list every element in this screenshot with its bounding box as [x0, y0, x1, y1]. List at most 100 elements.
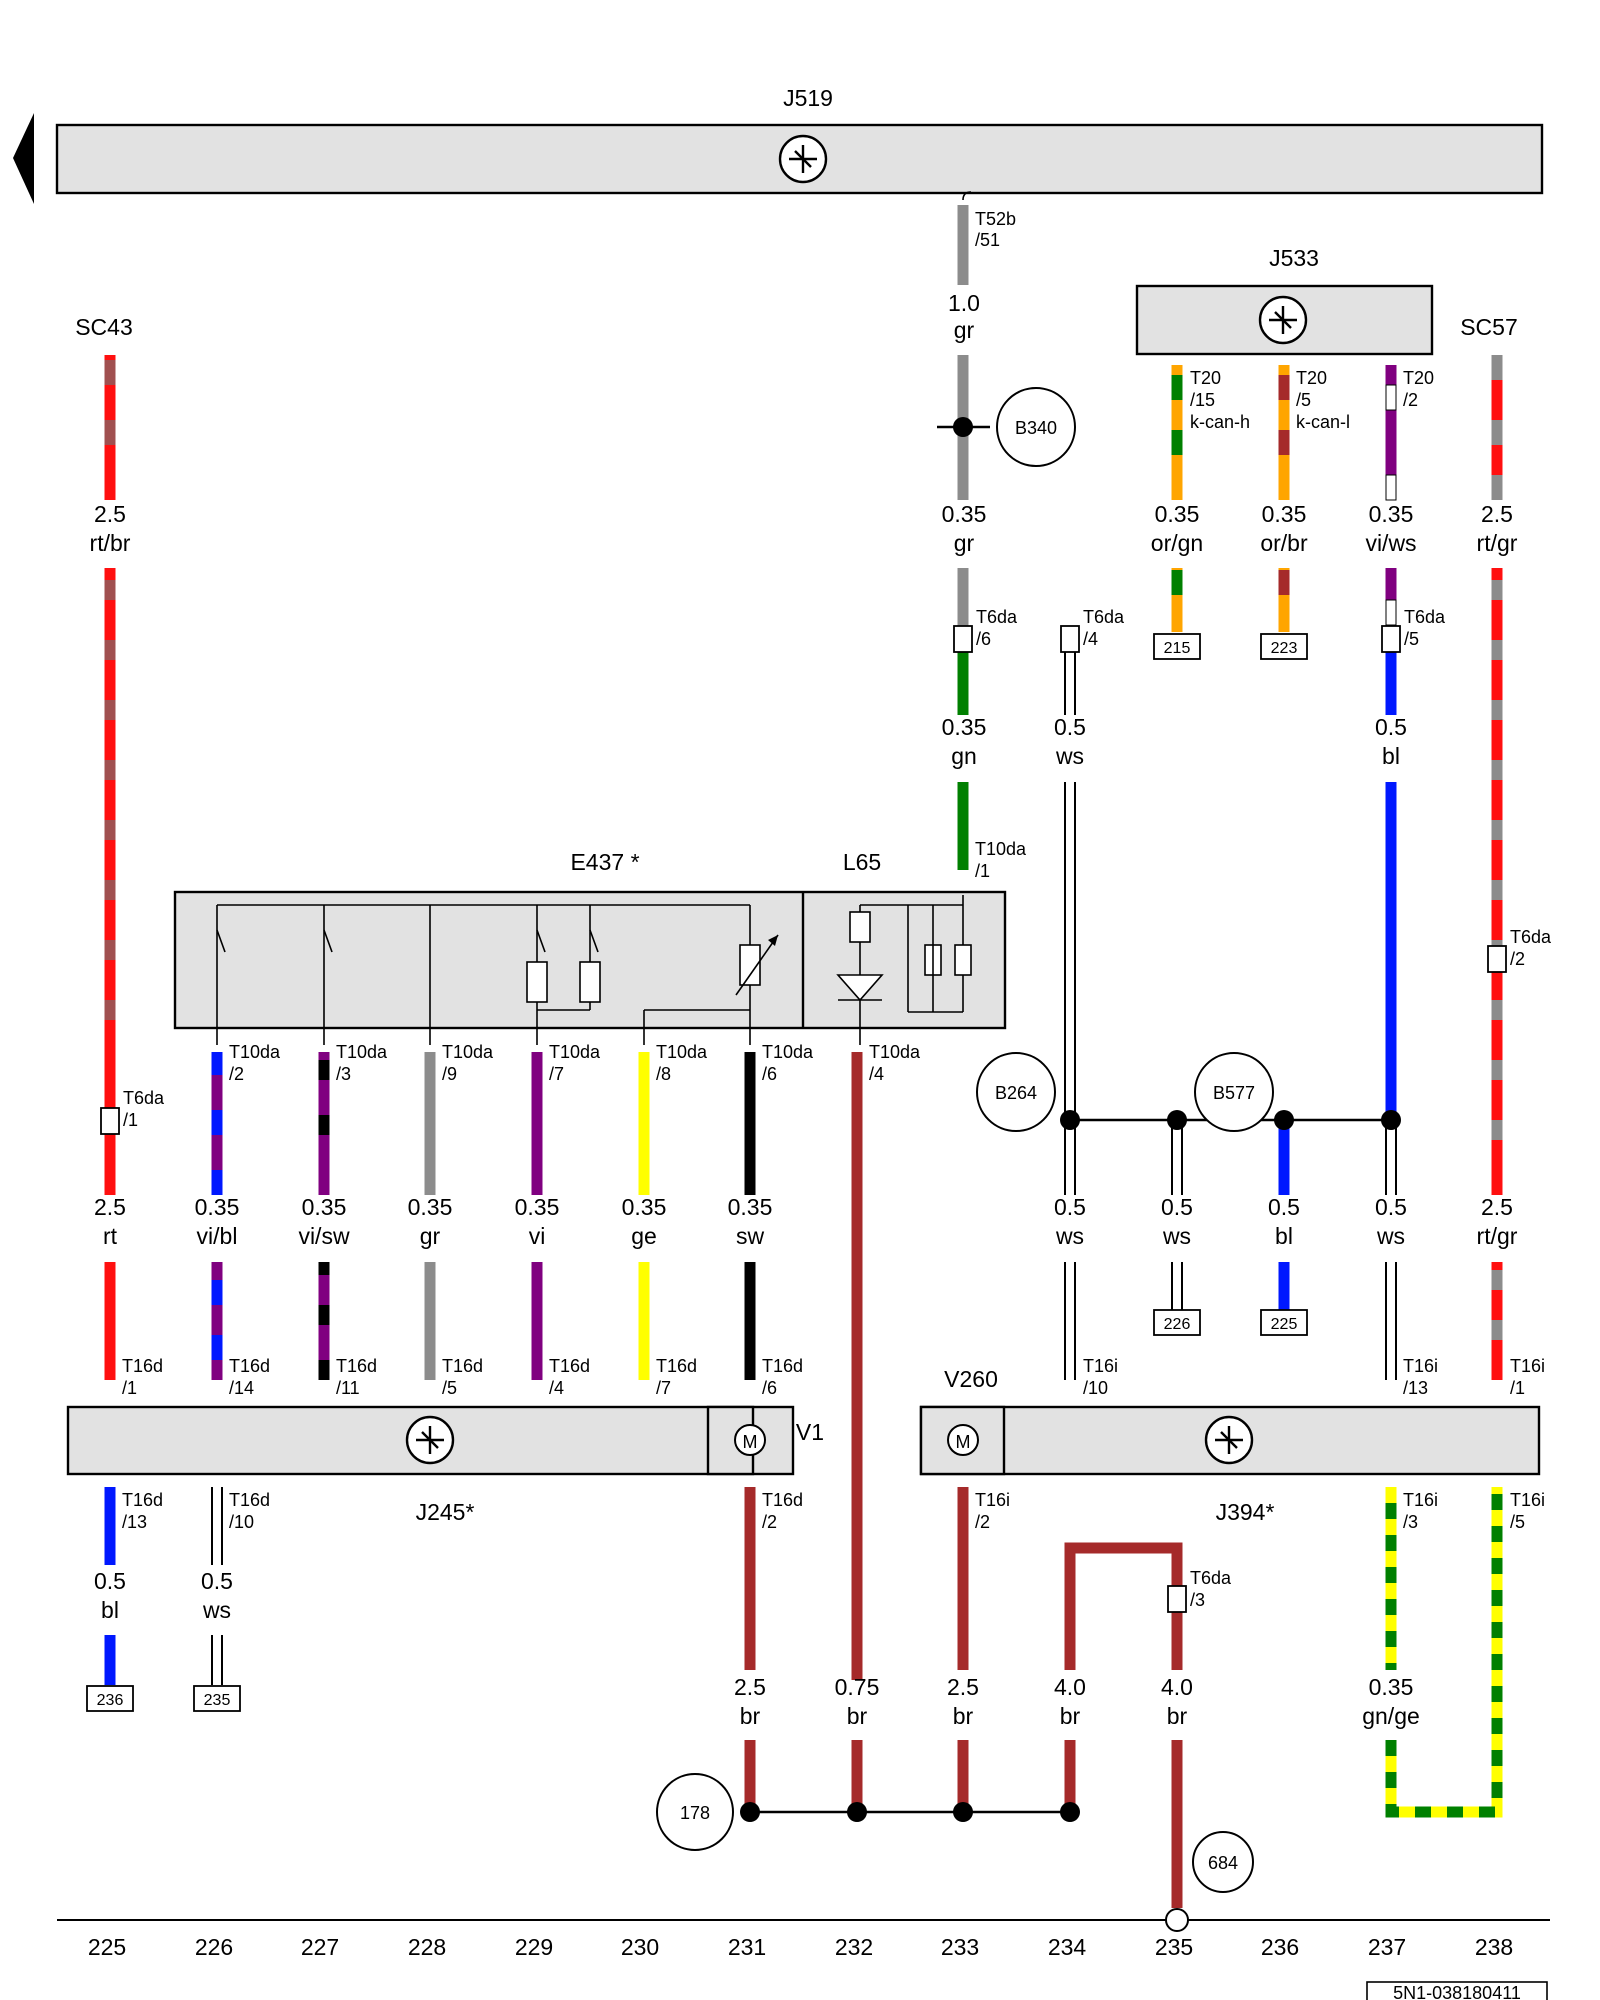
j245-label: J245*: [416, 1499, 475, 1525]
v1-label: V1: [796, 1419, 824, 1445]
wire-viws-color: vi/ws: [1365, 530, 1416, 556]
t16d-4-label: T16d: [549, 1356, 590, 1376]
j533-module: J533: [1135, 245, 1434, 356]
t16d-6-pin: /6: [762, 1378, 777, 1398]
t10da-3-pin: /3: [336, 1064, 351, 1084]
t16d-2-pin: /2: [762, 1512, 777, 1532]
ref-226: 226: [1164, 1316, 1191, 1333]
t6da-4-connector: [1060, 625, 1080, 653]
t16i-1-pin: /1: [1510, 1378, 1525, 1398]
t10da-2-pin: /2: [229, 1064, 244, 1084]
wire-viws: [1385, 365, 1397, 1120]
t16d-13-pin: /13: [122, 1512, 147, 1532]
column-numbers: 225 226 227 228 229 230 231 232 233 234 …: [88, 1934, 1513, 1960]
ref-235: 235: [204, 1692, 231, 1709]
wire-gr10-size: 1.0: [948, 290, 980, 316]
wire-rtgr2-color: rt/gr: [1477, 1223, 1518, 1249]
doc-id: 5N1-038180411: [1393, 1983, 1521, 2000]
wire-vibl-color: vi/bl: [197, 1223, 238, 1249]
wire-sw-size: 0.35: [728, 1194, 773, 1220]
t10da-4-label: T10da: [869, 1042, 921, 1062]
wire-bl2-color: bl: [1275, 1223, 1293, 1249]
ground-point-235: [1165, 1908, 1189, 1932]
t6da-6-connector: [953, 625, 973, 653]
v260-label: V260: [944, 1366, 998, 1392]
t52b-label: T52b: [975, 209, 1016, 229]
b577-circle: [1194, 1052, 1274, 1132]
ref-235-box: [193, 1685, 241, 1712]
column-number: 235: [1155, 1934, 1193, 1960]
t16d-7-pin: /7: [656, 1378, 671, 1398]
t16d-13-label: T16d: [122, 1490, 163, 1510]
t16d-11-pin: /11: [336, 1378, 360, 1398]
t16i-2-label: T16i: [975, 1490, 1010, 1510]
splice-b340: [953, 417, 973, 437]
t16i-13-label: T16i: [1403, 1356, 1438, 1376]
wire-rt-size: 2.5: [94, 1194, 126, 1220]
wire-bl1-size: 0.5: [1375, 714, 1407, 740]
b577-label: B577: [1213, 1083, 1255, 1103]
t16i-13-pin: /13: [1403, 1378, 1428, 1398]
k-can-l-label: k-can-l: [1296, 412, 1350, 432]
column-number: 236: [1261, 1934, 1299, 1960]
column-number: 229: [515, 1934, 553, 1960]
wire-viws-size: 0.35: [1369, 501, 1414, 527]
t16d-1-label: T16d: [122, 1356, 163, 1376]
t16d-11-label: T16d: [336, 1356, 377, 1376]
sc43-label: SC43: [75, 314, 133, 340]
wire-rtbr-size: 2.5: [94, 501, 126, 527]
t10da-2-label: T10da: [229, 1042, 281, 1062]
j245-bottom-wires: [104, 1487, 863, 1812]
wire-orbr-size: 0.35: [1262, 501, 1307, 527]
t20-15-label: T20: [1190, 368, 1221, 388]
b264-label: B264: [995, 1083, 1037, 1103]
svg-text:M: M: [956, 1432, 971, 1452]
t16i-1-label: T16i: [1510, 1356, 1545, 1376]
t20-5-label: T20: [1296, 368, 1327, 388]
t16i-5-label: T16i: [1510, 1490, 1545, 1510]
ref-223-box: [1260, 633, 1308, 660]
t16d-7-label: T16d: [656, 1356, 697, 1376]
ref-226-box: [1153, 1309, 1201, 1336]
ref-236-box: [86, 1685, 134, 1712]
t6da-2-label: T6da: [1510, 927, 1552, 947]
column-number: 233: [941, 1934, 979, 1960]
column-number: 228: [408, 1934, 446, 1960]
t6da-5-pin: /5: [1404, 629, 1419, 649]
j394-bottom-wires: [957, 1487, 1503, 1908]
p684-label: 684: [1208, 1853, 1238, 1873]
p684-circle: [1192, 1831, 1254, 1893]
wire-bl3-color: bl: [101, 1597, 119, 1623]
ground-splice-178: [740, 1802, 1080, 1822]
wire-ws1-color: ws: [1055, 743, 1084, 769]
wire-ws5-color: ws: [202, 1597, 231, 1623]
p178-label: 178: [680, 1803, 710, 1823]
wire-gnge-color: gn/ge: [1362, 1703, 1420, 1729]
t16i-10-label: T16i: [1083, 1356, 1118, 1376]
wire-br4-size: 4.0: [1054, 1674, 1086, 1700]
wire-gr2-size: 0.35: [408, 1194, 453, 1220]
wire-ws2-color: ws: [1055, 1223, 1084, 1249]
wire-rtbr-color: rt/br: [90, 530, 131, 556]
wire-sw-color: sw: [736, 1223, 765, 1249]
j245-module: M: [66, 1405, 795, 1476]
wire-ws4-size: 0.5: [1375, 1194, 1407, 1220]
e437-label: E437 *: [570, 849, 639, 875]
t6da-3-label: T6da: [1190, 1568, 1232, 1588]
wire-br3-size: 2.5: [947, 1674, 979, 1700]
wire-ws4-color: ws: [1376, 1223, 1405, 1249]
t16i-3-pin: /3: [1403, 1512, 1418, 1532]
wire-gr2-color: gr: [420, 1223, 441, 1249]
t16i-5-pin: /5: [1510, 1512, 1525, 1532]
t16i-3-label: T16i: [1403, 1490, 1438, 1510]
t6da-2-connector: [1487, 945, 1507, 973]
svg-text:M: M: [743, 1432, 758, 1452]
ref-215: 215: [1164, 640, 1191, 657]
t6da-6-label: T6da: [976, 607, 1018, 627]
t20-2-label: T20: [1403, 368, 1434, 388]
wire-gn-size: 0.35: [942, 714, 987, 740]
t10da-3-label: T10da: [336, 1042, 388, 1062]
wire-gn-color: gn: [951, 743, 977, 769]
wire-ge-size: 0.35: [622, 1194, 667, 1220]
column-number: 237: [1368, 1934, 1406, 1960]
